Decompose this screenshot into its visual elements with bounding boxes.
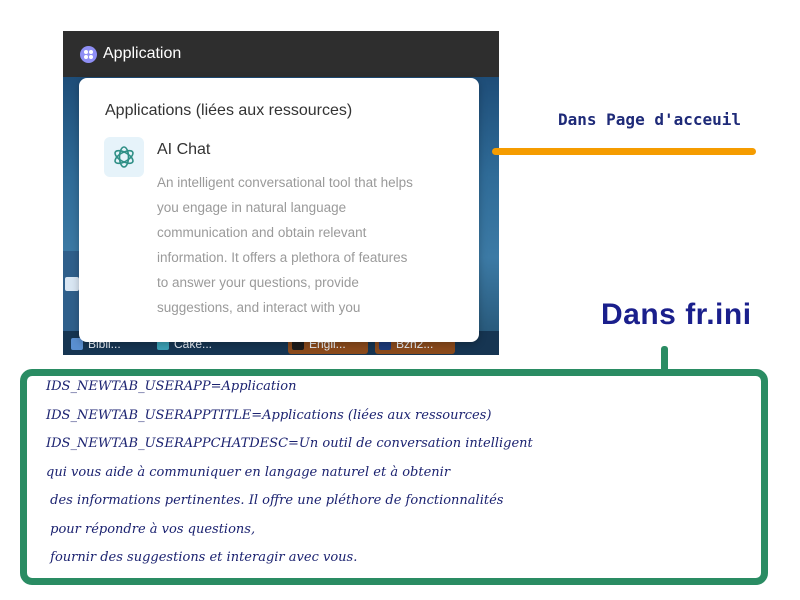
description-line: An intelligent conversational tool that … xyxy=(157,175,413,190)
ini-line: fournir des suggestions et interagir ave… xyxy=(46,550,358,565)
description-line: information. It offers a plethora of fea… xyxy=(157,250,408,265)
applications-popup: Applications (liées aux ressources) AI C… xyxy=(79,78,479,342)
application-header[interactable]: Application xyxy=(63,31,499,77)
ini-line: IDS_NEWTAB_USERAPPCHATDESC=Un outil de c… xyxy=(46,436,533,451)
fr-ini-content: IDS_NEWTAB_USERAPP=Application IDS_NEWTA… xyxy=(46,373,761,573)
description-line: you engage in natural language xyxy=(157,200,347,215)
shortcut-tile[interactable] xyxy=(65,277,79,291)
description-line: to answer your questions, provide xyxy=(157,275,359,290)
ini-line: IDS_NEWTAB_USERAPP=Application xyxy=(46,379,297,394)
description-line: communication and obtain relevant xyxy=(157,225,367,240)
ini-line: IDS_NEWTAB_USERAPPTITLE=Applications (li… xyxy=(46,407,492,423)
ini-line: des informations pertinentes. Il offre u… xyxy=(46,493,504,508)
ai-chat-name[interactable]: AI Chat xyxy=(157,141,211,158)
ai-chat-description: An intelligent conversational tool that … xyxy=(157,170,457,320)
ai-chat-app-tile[interactable] xyxy=(104,137,144,177)
browser-screenshot: Application Bibli... Cake... Engli... Bz… xyxy=(63,31,499,355)
description-line: suggestions, and interact with you xyxy=(157,300,361,315)
app-grid-icon xyxy=(80,45,97,63)
application-title: Application xyxy=(103,45,182,62)
bookmark-favicon-icon xyxy=(71,338,83,350)
home-pointer-line xyxy=(492,148,756,155)
openai-knot-icon xyxy=(114,146,134,168)
fr-pointer-stem xyxy=(661,346,668,374)
ini-line: pour répondre à vos questions, xyxy=(46,521,256,537)
home-page-annotation: Dans Page d'acceuil xyxy=(558,110,742,129)
ini-line: qui vous aide à communiquer en langage n… xyxy=(46,464,451,480)
fr-ini-box xyxy=(20,369,768,585)
popup-title: Applications (liées aux ressources) xyxy=(105,102,353,119)
fr-ini-annotation: Dans fr.ini xyxy=(601,298,752,331)
side-panel-strip xyxy=(63,251,81,341)
